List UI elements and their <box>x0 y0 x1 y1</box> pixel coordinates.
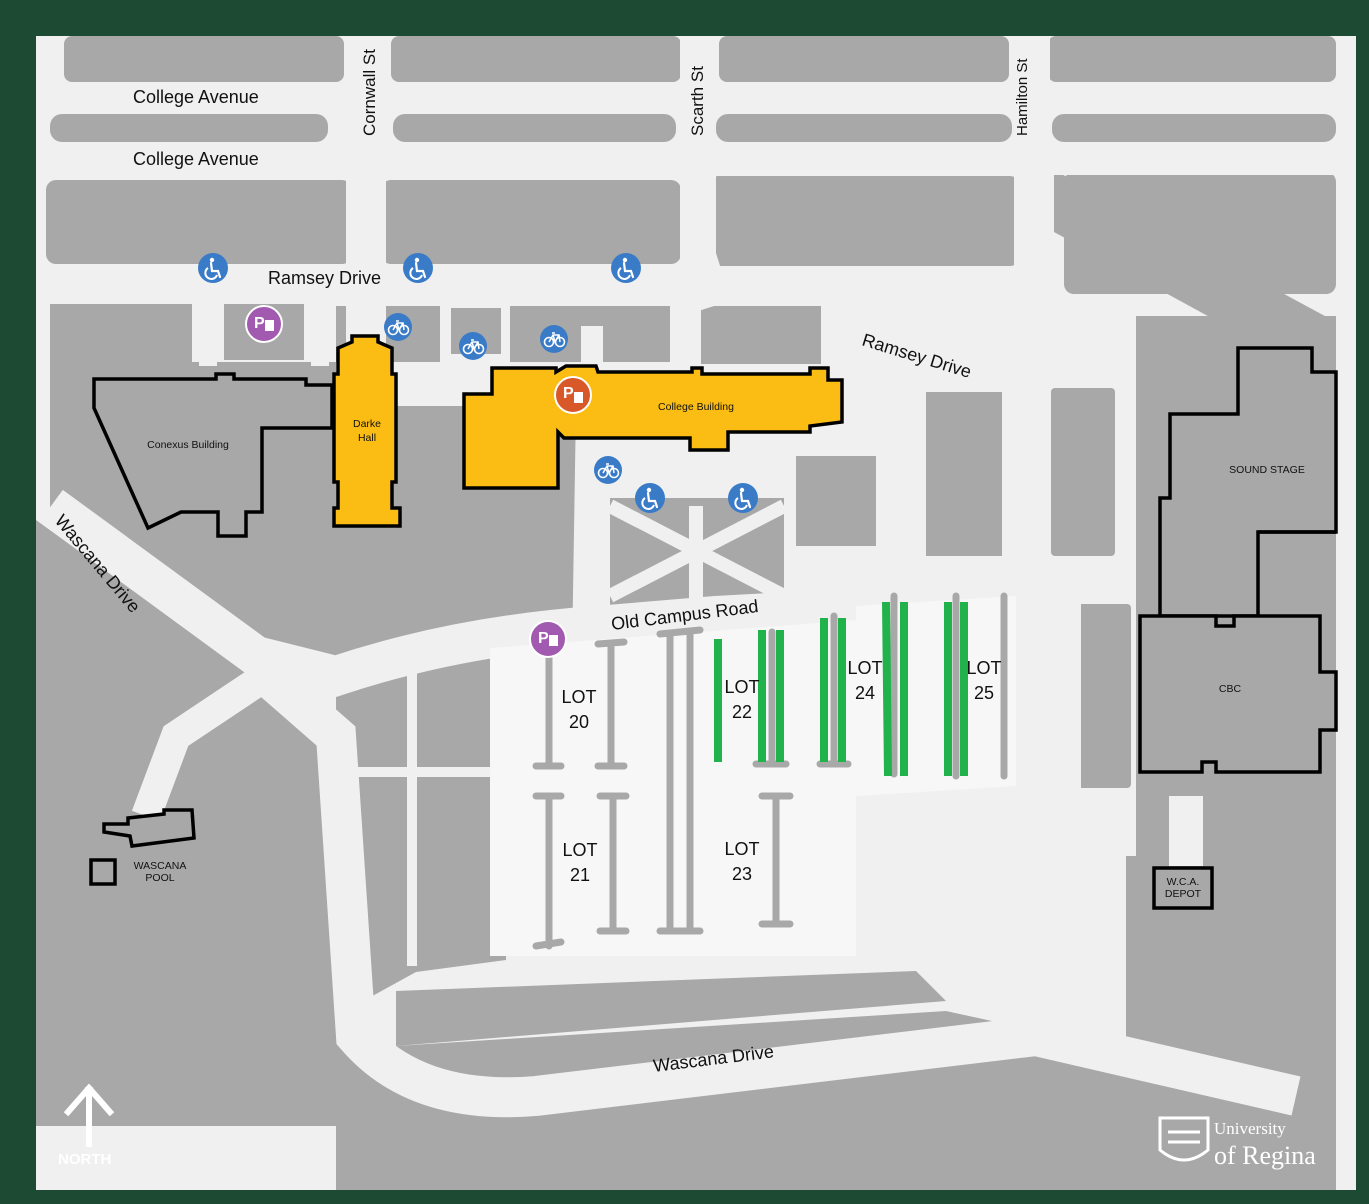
street-label: Ramsey Drive <box>268 268 381 288</box>
map-svg: P P P College Avenue College Avenue Rams… <box>36 36 1338 1190</box>
lot-label: LOT <box>724 839 759 859</box>
building-label: SOUND STAGE <box>1229 464 1305 476</box>
building-label: Conexus Building <box>147 439 229 451</box>
lot-label: 24 <box>855 683 875 703</box>
other-buildings <box>89 346 1338 910</box>
campus-map[interactable]: P P P College Avenue College Avenue Rams… <box>36 36 1356 1190</box>
street-label: College Avenue <box>133 87 259 107</box>
building-label: DEPOT <box>1165 888 1202 900</box>
parking-stripes <box>714 601 968 777</box>
bicycle-icon <box>383 312 413 342</box>
roads <box>36 36 1336 1118</box>
lot-label: LOT <box>966 658 1001 678</box>
cbc <box>1138 614 1338 774</box>
lot-label: 20 <box>569 712 589 732</box>
logo-line1: University <box>1214 1119 1286 1138</box>
wca-depot <box>1152 866 1214 910</box>
building-label: Darke <box>353 418 381 430</box>
street-label: Cornwall St <box>360 49 379 136</box>
building-label: Hall <box>358 432 376 444</box>
bicycle-icon <box>539 324 569 354</box>
lot-label: 23 <box>732 864 752 884</box>
parking-payment-icon: P <box>554 376 592 414</box>
building-label: POOL <box>145 872 174 884</box>
lot-label: LOT <box>562 840 597 860</box>
lot-label: 25 <box>974 683 994 703</box>
darke-hall <box>332 334 402 528</box>
building-label: College Building <box>658 401 734 413</box>
lot-label: 22 <box>732 702 752 722</box>
svg-text:P: P <box>563 385 574 402</box>
parking-permit-icon: P <box>529 620 567 658</box>
wheelchair-icon <box>401 251 435 285</box>
bicycle-icon <box>458 331 488 361</box>
bicycle-icon <box>593 455 623 485</box>
svg-text:P: P <box>254 315 265 332</box>
parking-lots-area <box>490 596 1016 956</box>
lot-labels: LOT 20 LOT 21 LOT 22 LOT 23 LOT 24 LOT 2… <box>561 658 1001 885</box>
wheelchair-icon <box>196 251 230 285</box>
wheelchair-icon <box>609 251 643 285</box>
university-logo: University of Regina <box>1158 1116 1316 1170</box>
building-label: W.C.A. <box>1167 876 1200 888</box>
building-label: WASCANA <box>134 860 187 872</box>
wascana-pool <box>102 808 196 848</box>
street-label: College Avenue <box>133 149 259 169</box>
lot-label: LOT <box>724 677 759 697</box>
building-label: CBC <box>1219 683 1242 695</box>
compass-label: NORTH <box>58 1151 111 1168</box>
lot-label: 21 <box>570 865 590 885</box>
svg-text:P: P <box>538 630 549 647</box>
wheelchair-icon <box>633 481 667 515</box>
lot-label: LOT <box>847 658 882 678</box>
conexus-building <box>92 372 334 538</box>
building-labels: Conexus Building Darke Hall College Buil… <box>134 401 1305 900</box>
college-building <box>462 364 844 490</box>
sound-stage <box>1158 346 1338 618</box>
parking-permit-icon: P <box>245 305 283 343</box>
street-label: Hamilton St <box>1014 58 1031 136</box>
street-label: Scarth St <box>688 66 707 136</box>
lot-label: LOT <box>561 687 596 707</box>
north-arrow-icon <box>63 1083 115 1147</box>
wheelchair-icon <box>726 481 760 515</box>
logo-line2: of Regina <box>1214 1141 1316 1170</box>
